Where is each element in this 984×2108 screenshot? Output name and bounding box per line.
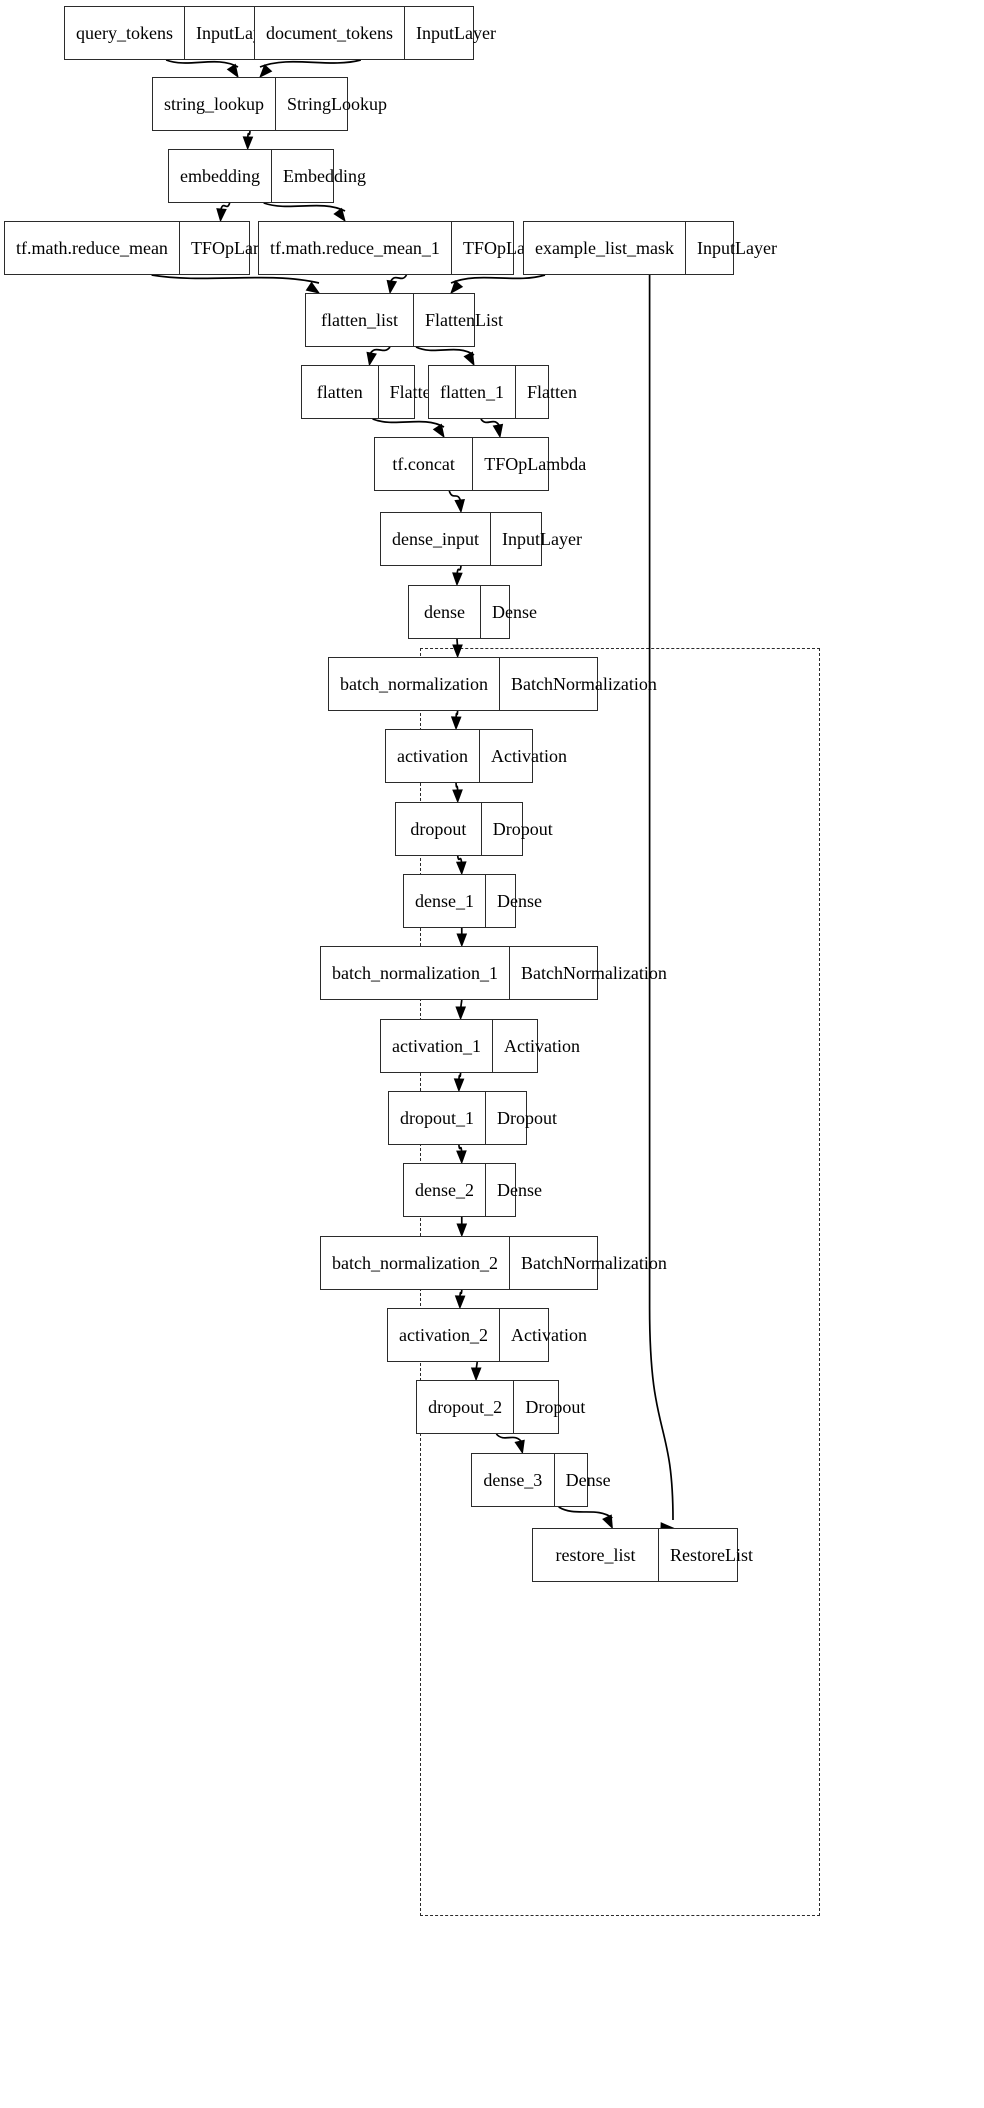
node-layer-class: RestoreList [670,1545,753,1565]
node-layer-name: dropout [396,803,482,855]
node-layer-name: batch_normalization_2 [321,1237,510,1289]
node-layer-class: Dropout [525,1397,586,1417]
node-layer-class: Activation [510,1325,587,1345]
graph-node-batch_normalization_1[interactable]: batch_normalization_1 BatchNormalization [320,946,667,1000]
node-layer-name: activation_2 [388,1309,500,1361]
node-layer-name: dense_input [381,513,491,565]
node-layer-name: dense_2 [404,1164,486,1216]
graph-node-concat[interactable]: tf.concat TFOpLambda [374,437,586,491]
graph-node-dense[interactable]: dense Dense [408,585,537,639]
graph-node-embedding[interactable]: embedding Embedding [168,149,366,203]
node-layer-name: dropout_2 [417,1381,515,1433]
node-layer-class: BatchNormalization [520,963,667,983]
node-layer-name: dropout_1 [389,1092,486,1144]
node-layer-name: restore_list [533,1529,659,1581]
graph-node-dropout[interactable]: dropout Dropout [395,802,553,856]
node-layer-class: BatchNormalization [520,1253,667,1273]
node-layer-name: string_lookup [153,78,277,130]
node-layer-class: Dropout [492,819,553,839]
graph-node-flatten_list[interactable]: flatten_list FlattenList [305,293,503,347]
node-layer-name: flatten_list [306,294,414,346]
graph-node-batch_normalization_2[interactable]: batch_normalization_2 BatchNormalization [320,1236,667,1290]
node-layer-name: embedding [169,150,272,202]
graph-node-batch_normalization[interactable]: batch_normalization BatchNormalization [328,657,657,711]
node-layer-name: document_tokens [255,7,405,59]
graph-node-activation[interactable]: activation Activation [385,729,567,783]
node-layer-class: Flatten [389,382,440,402]
graph-node-string_lookup[interactable]: string_lookup StringLookup [152,77,387,131]
graph-node-flatten_1[interactable]: flatten_1 Flatten [428,365,577,419]
node-layer-class: FlattenList [425,310,503,330]
node-layer-class: Activation [491,746,568,766]
node-layer-class: Activation [503,1036,580,1056]
node-layer-name: example_list_mask [524,222,686,274]
node-layer-class: BatchNormalization [510,674,657,694]
graph-node-example_list_mask[interactable]: example_list_mask InputLayer [523,221,777,275]
node-layer-name: tf.math.reduce_mean_1 [259,222,452,274]
graph-node-activation_1[interactable]: activation_1 Activation [380,1019,580,1073]
node-layer-class: InputLayer [415,23,496,43]
graph-node-dense_2[interactable]: dense_2 Dense [403,1163,542,1217]
node-layer-name: activation [386,730,481,782]
node-layer-class: Flatten [526,382,577,402]
node-layer-name: dense_3 [472,1454,555,1506]
node-layer-class: Dense [496,1180,542,1200]
node-layer-name: flatten_1 [429,366,516,418]
node-layer-class: Embedding [282,166,366,186]
node-layer-class: StringLookup [287,94,388,114]
graph-node-dropout_1[interactable]: dropout_1 Dropout [388,1091,557,1145]
node-layer-name: flatten [302,366,379,418]
node-layer-name: tf.concat [375,438,474,490]
node-layer-class: Dense [496,891,542,911]
node-layer-class: TFOpLambda [484,454,587,474]
node-layer-name: tf.math.reduce_mean [5,222,180,274]
node-layer-name: dense_1 [404,875,486,927]
node-layer-name: dense [409,586,481,638]
graph-node-dropout_2[interactable]: dropout_2 Dropout [416,1380,585,1434]
graph-node-dense_input[interactable]: dense_input InputLayer [380,512,582,566]
node-layer-class: Dropout [497,1108,557,1128]
graph-node-restore_list[interactable]: restore_list RestoreList [532,1528,753,1582]
node-layer-class: Dense [565,1470,611,1490]
node-layer-class: InputLayer [696,238,777,258]
graph-node-activation_2[interactable]: activation_2 Activation [387,1308,587,1362]
node-layer-name: query_tokens [65,7,185,59]
graph-node-dense_3[interactable]: dense_3 Dense [471,1453,611,1507]
graph-node-document_tokens[interactable]: document_tokens InputLayer [254,6,496,60]
node-layer-name: activation_1 [381,1020,493,1072]
node-layer-class: InputLayer [502,529,582,549]
node-layer-name: batch_normalization_1 [321,947,510,999]
node-layer-name: batch_normalization [329,658,500,710]
graph-node-dense_1[interactable]: dense_1 Dense [403,874,542,928]
node-layer-class: Dense [491,602,537,622]
graph-node-flatten[interactable]: flatten Flatten [301,365,440,419]
